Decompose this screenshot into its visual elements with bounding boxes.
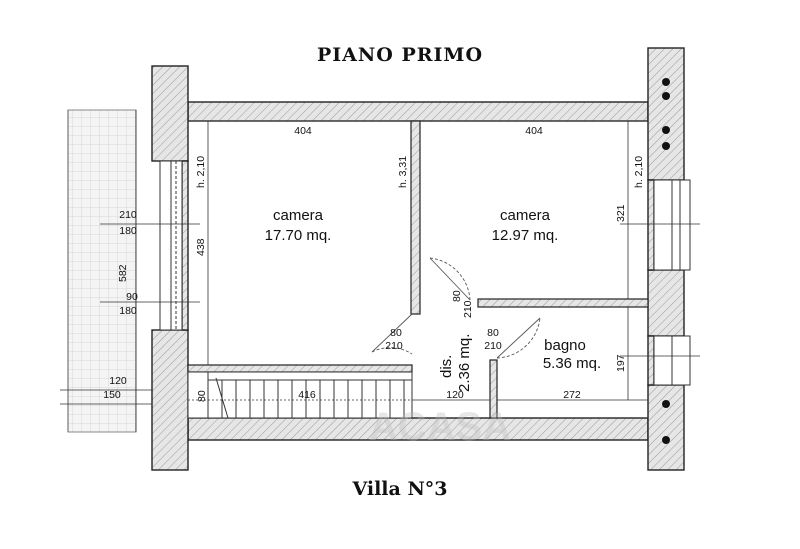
room-area-bagno: 5.36 mq. — [543, 355, 601, 372]
dim-stair-length: 416 — [298, 389, 316, 401]
dim-door3-height: 210 — [484, 340, 502, 352]
dimension-lines — [60, 110, 700, 432]
dim-room2-width: 404 — [525, 125, 543, 137]
room-name-dis: dis. — [438, 355, 455, 378]
room-area-camera-2: 12.97 mq. — [492, 227, 559, 244]
dim-door1-height: 210 — [385, 340, 403, 352]
dim-room1-width: 404 — [294, 125, 312, 137]
dim-door3-width: 80 — [487, 327, 499, 339]
plan-title: PIANO PRIMO — [317, 44, 483, 66]
dim-window2-bottom: 180 — [119, 305, 137, 317]
column-markers — [662, 78, 670, 444]
windows — [159, 160, 691, 386]
dim-bagno-width: 272 — [563, 389, 581, 401]
dim-door2-width: 80 — [451, 290, 463, 302]
dim-room2-depth: 321 — [615, 204, 627, 222]
dim-bagno-depth: 197 — [615, 354, 627, 372]
room-area-dis: 2.36 mq. — [456, 334, 473, 392]
watermark: ACASA — [369, 405, 511, 449]
dim-door2-height: 210 — [462, 300, 474, 318]
door-swings — [371, 257, 541, 359]
staircase — [187, 371, 413, 419]
dim-stair-width: 80 — [196, 390, 208, 402]
dim-room1-depth: 438 — [195, 238, 207, 256]
room-name-camera-2: camera — [500, 207, 551, 224]
dim-terrace-depth: 582 — [117, 264, 129, 282]
dim-window2-top: 90 — [126, 291, 138, 303]
dim-height-left: h. 2,10 — [195, 156, 207, 188]
terrace — [67, 109, 137, 433]
room-name-camera-1: camera — [273, 207, 324, 224]
dim-door1-width: 80 — [390, 327, 402, 339]
dim-height-right: h. 2,10 — [633, 156, 645, 188]
room-area-camera-1: 17.70 mq. — [265, 227, 332, 244]
dim-terrace-bottom: 150 — [103, 389, 121, 401]
dim-height-mid: h. 3,31 — [397, 156, 409, 188]
plan-subtitle: Villa N°3 — [352, 478, 448, 500]
dim-terrace-top: 120 — [109, 375, 127, 387]
dim-window1-top: 210 — [119, 209, 137, 221]
dim-dis-width: 120 — [446, 389, 464, 401]
room-name-bagno: bagno — [544, 337, 586, 354]
dim-window1-bottom: 180 — [119, 225, 137, 237]
